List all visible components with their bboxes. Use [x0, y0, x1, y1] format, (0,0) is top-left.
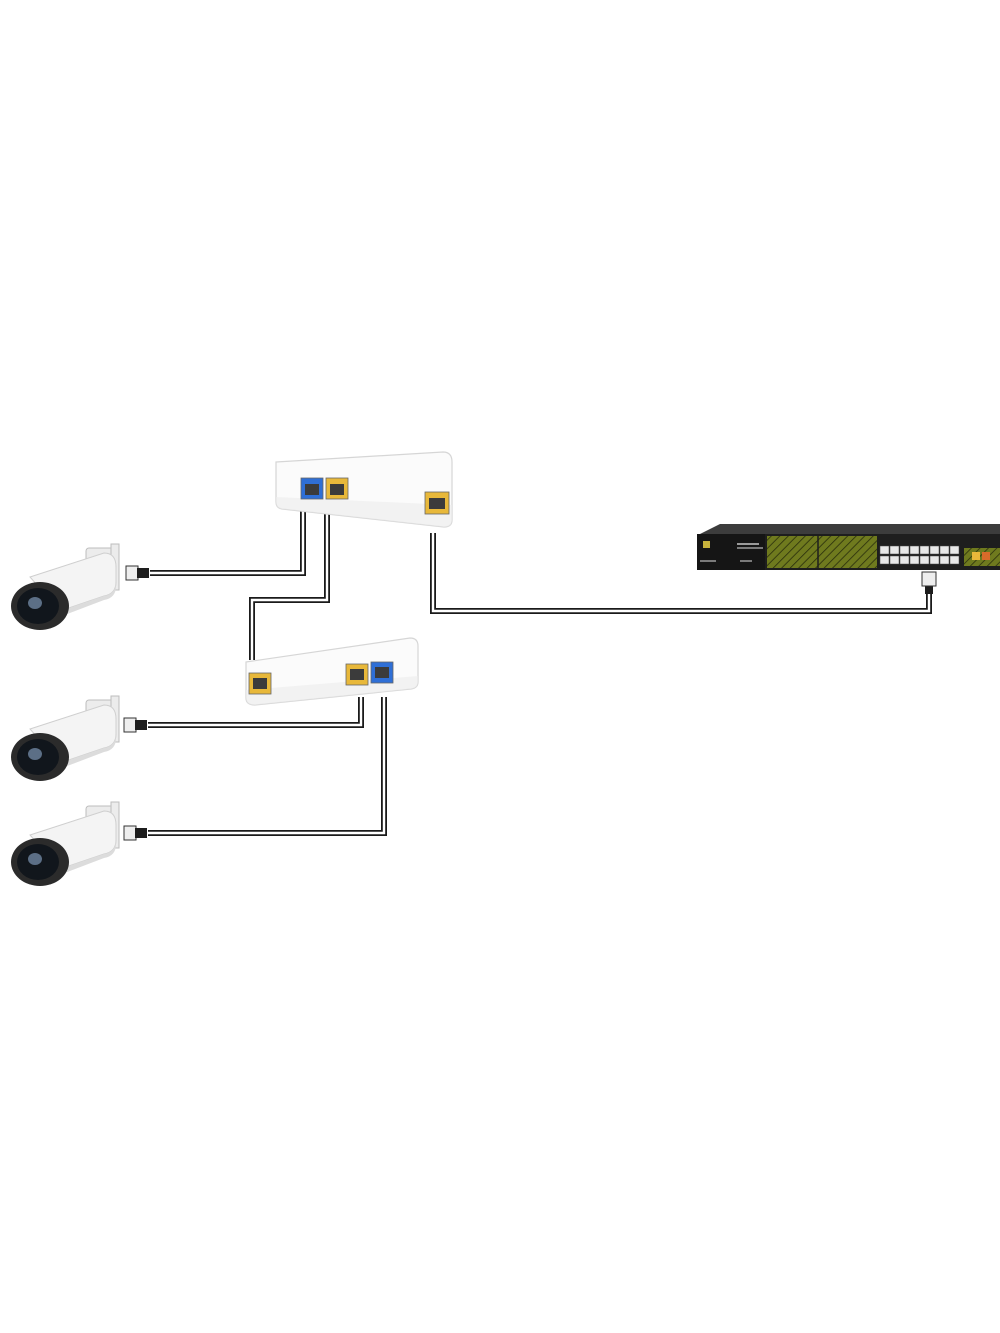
port-yellow — [325, 477, 349, 500]
poe-switch — [697, 524, 1000, 570]
cables — [148, 507, 932, 836]
splitter-bottom — [245, 637, 419, 706]
port-yellow — [248, 672, 272, 695]
splitter-top — [275, 451, 453, 528]
camera-lens — [11, 733, 69, 781]
switch-logo — [703, 541, 710, 548]
cable-splitter-bottom-to-camera-2 — [148, 697, 364, 728]
rj45-plug-camera-3 — [123, 825, 147, 841]
camera-1 — [11, 543, 120, 630]
camera-2 — [11, 695, 120, 781]
camera-lens — [11, 582, 69, 630]
cable-splitter-bottom-to-camera-3 — [148, 697, 387, 836]
cable-splitter-top-to-camera-1 — [150, 507, 306, 576]
cable-switch-to-splitter-top — [430, 533, 932, 614]
rj45-plug-switch — [921, 571, 937, 594]
rj45-plug-camera-1 — [125, 565, 149, 581]
port-blue — [300, 477, 324, 500]
cable-splitter-top-to-splitter-bottom — [249, 507, 330, 660]
rj45-plug-camera-2 — [123, 717, 147, 733]
switch-accent-panel — [767, 536, 877, 568]
camera-3 — [11, 801, 120, 886]
port-yellow — [345, 663, 369, 686]
camera-lens — [11, 838, 69, 886]
port-blue — [370, 661, 394, 684]
port-yellow-uplink — [424, 491, 450, 515]
switch-ports — [879, 545, 960, 565]
